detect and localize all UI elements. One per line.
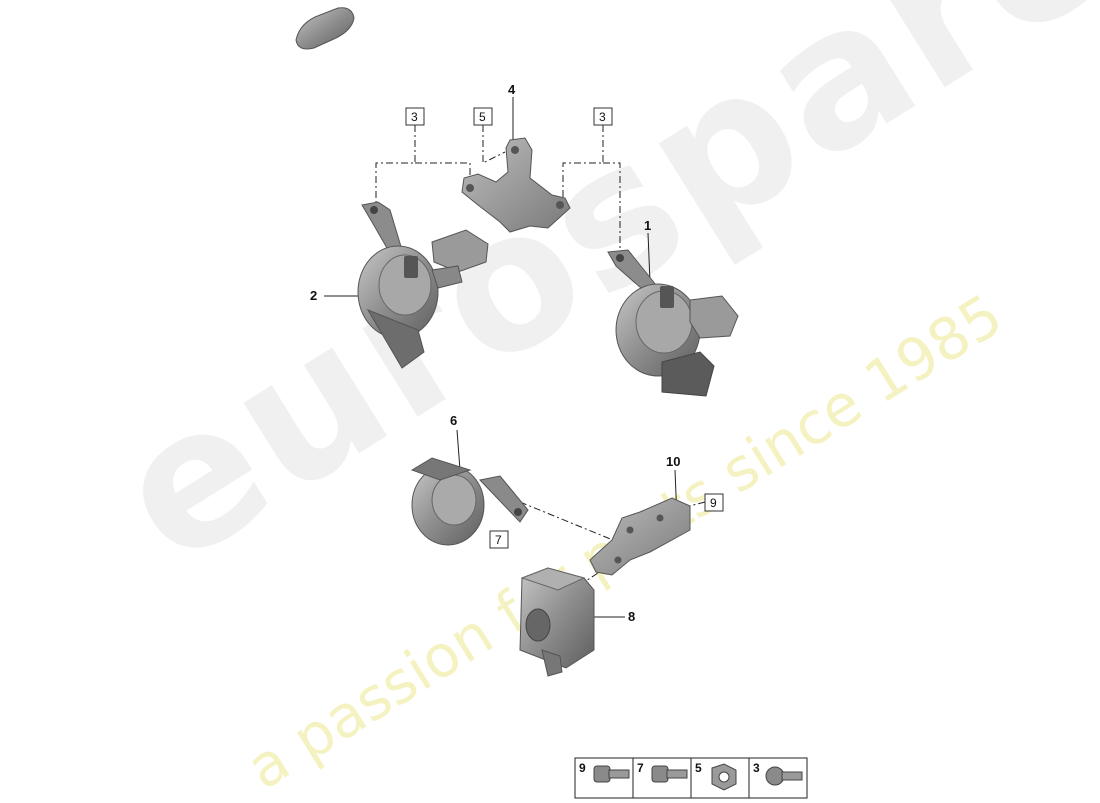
horn-part-1: [607, 249, 739, 397]
legend-label-3: 3: [753, 761, 760, 775]
fastener-legend: 9 7 5 3: [574, 757, 808, 799]
bracket-part-10: [589, 497, 691, 576]
bracket-part-4: [461, 137, 571, 233]
callout-2: 2: [310, 288, 317, 303]
svg-text:3: 3: [599, 110, 606, 124]
callout-4: 4: [508, 82, 516, 97]
svg-text:5: 5: [479, 110, 486, 124]
grommet-part: [295, 7, 355, 50]
ref-box-3-left: 3: [405, 107, 425, 126]
legend-label-5: 5: [695, 761, 702, 775]
svg-text:3: 3: [411, 110, 418, 124]
horn-part-2: [357, 201, 489, 369]
ref-box-3-right: 3: [593, 107, 613, 126]
callout-10: 10: [666, 454, 680, 469]
horn-part-6: [410, 457, 529, 546]
callout-8: 8: [628, 609, 635, 624]
bolt-9-icon: [593, 765, 630, 783]
callout-6: 6: [450, 413, 457, 428]
bolt-3-icon: [765, 766, 803, 786]
nut-5-icon: [711, 763, 737, 791]
ref-box-9: 9: [704, 493, 724, 512]
callout-1: 1: [644, 218, 651, 233]
bolt-7-icon: [651, 765, 688, 783]
siren-part-8: [519, 567, 595, 677]
ref-box-5: 5: [473, 107, 493, 126]
svg-text:7: 7: [495, 533, 502, 547]
callout-lines: [324, 97, 678, 618]
legend-label-7: 7: [637, 761, 644, 775]
ref-box-7: 7: [489, 530, 509, 549]
legend-label-9: 9: [579, 761, 586, 775]
svg-text:9: 9: [710, 496, 717, 510]
